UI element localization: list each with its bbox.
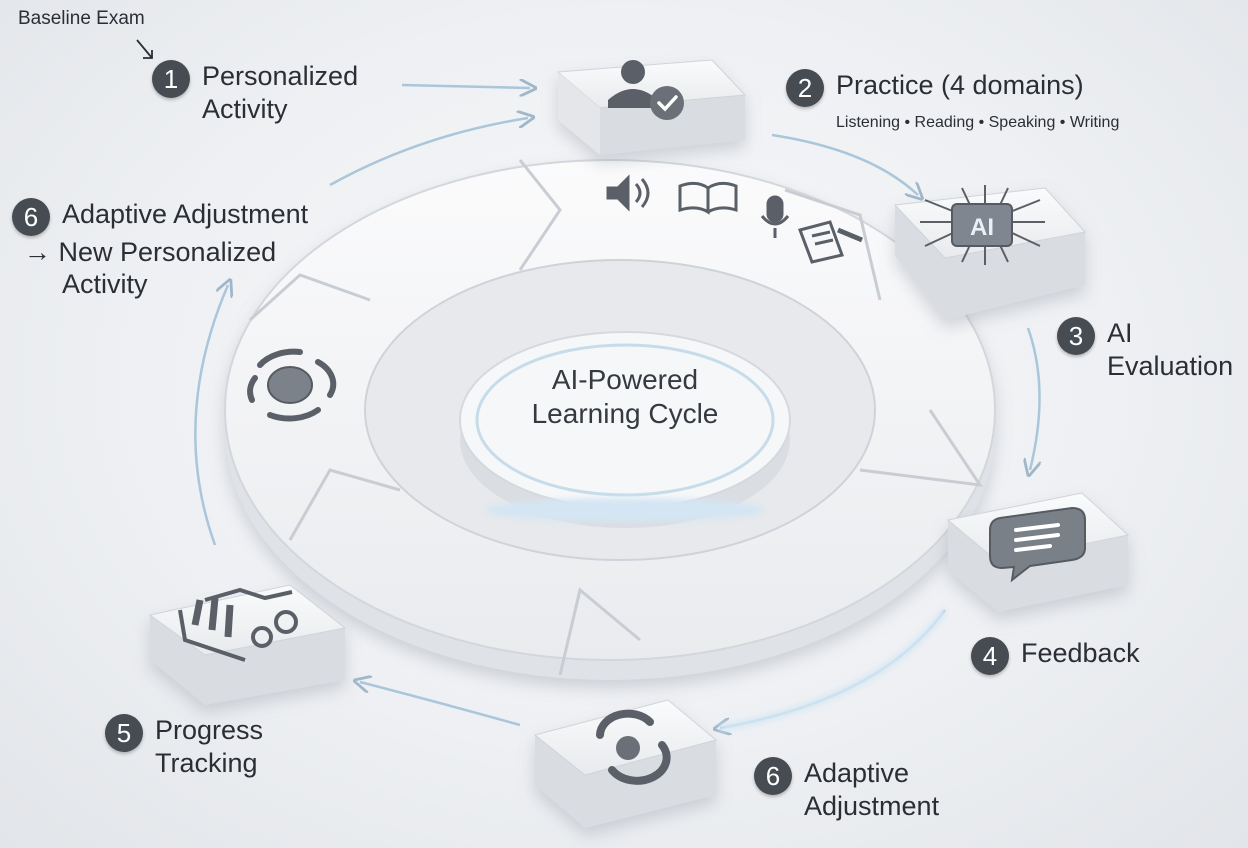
step-personalized-activity: 1 Personalized Activity [152,60,358,126]
step-progress-tracking: 5 Progress Tracking [105,714,263,780]
step-line2: Activity [202,94,288,124]
step-line1: Adaptive [804,758,910,788]
feedback-glow-arrow [719,607,948,732]
speaker-icon [606,174,650,212]
step-line2: Adjustment [804,791,940,821]
ring-segment-lines [248,159,984,676]
step-badge: 6 [12,198,50,236]
refresh-dial-icon [596,709,671,785]
chart-gears-icon [178,587,298,662]
step-adaptive-adjustment: 6 Adaptive Adjustment [754,757,939,823]
writing-icon [798,220,863,264]
center-dais [459,331,791,528]
center-title-line1: AI-Powered [551,364,699,395]
step-line1: AI [1107,318,1133,348]
step-line3: Activity [62,269,148,299]
baseline-exam-label: Baseline Exam [18,8,145,29]
step-badge: 5 [105,714,143,752]
cycle-dial-icon [247,348,337,422]
block-adaptive-adjustment [533,699,718,828]
block-progress-tracking [148,584,347,705]
ai-chip-icon: AI [920,185,1045,265]
baseline-arrow-icon [136,39,153,59]
step-badge: 2 [786,69,824,107]
step-line1: Practice (4 domains) [836,70,1084,100]
user-check-icon [608,60,684,120]
microphone-icon [760,195,790,238]
step-line2: → New Personalized [24,237,277,267]
center-title-line2: Learning Cycle [531,398,719,429]
practice-subtitle: Listening • Reading • Speaking • Writing [836,114,1120,131]
book-icon [678,181,738,215]
step-line2: Tracking [155,748,258,778]
step-ai-evaluation: 3 AI Evaluation [1057,317,1233,383]
step-badge: 6 [754,757,792,795]
step-new-personalized-activity: 6 Adaptive Adjustment → New Personalized… [12,198,308,300]
domains-icons [606,174,863,264]
step-practice: 2 Practice (4 domains) Listening • Readi… [786,69,1119,133]
step-feedback: 4 Feedback [971,637,1140,675]
step-line1: Progress [155,715,264,745]
center-title: AI-Powered Learning Cycle [470,363,780,431]
chat-bubble-icon [989,506,1086,583]
svg-text:AI: AI [970,214,994,241]
step-line1: Adaptive Adjustment [62,199,309,229]
step-badge: 4 [971,637,1009,675]
step-line2: Evaluation [1107,351,1234,381]
step-badge: 1 [152,60,190,98]
step-badge: 3 [1057,317,1095,355]
step-line1: Personalized [202,61,359,91]
step-line1: Feedback [1021,638,1140,668]
